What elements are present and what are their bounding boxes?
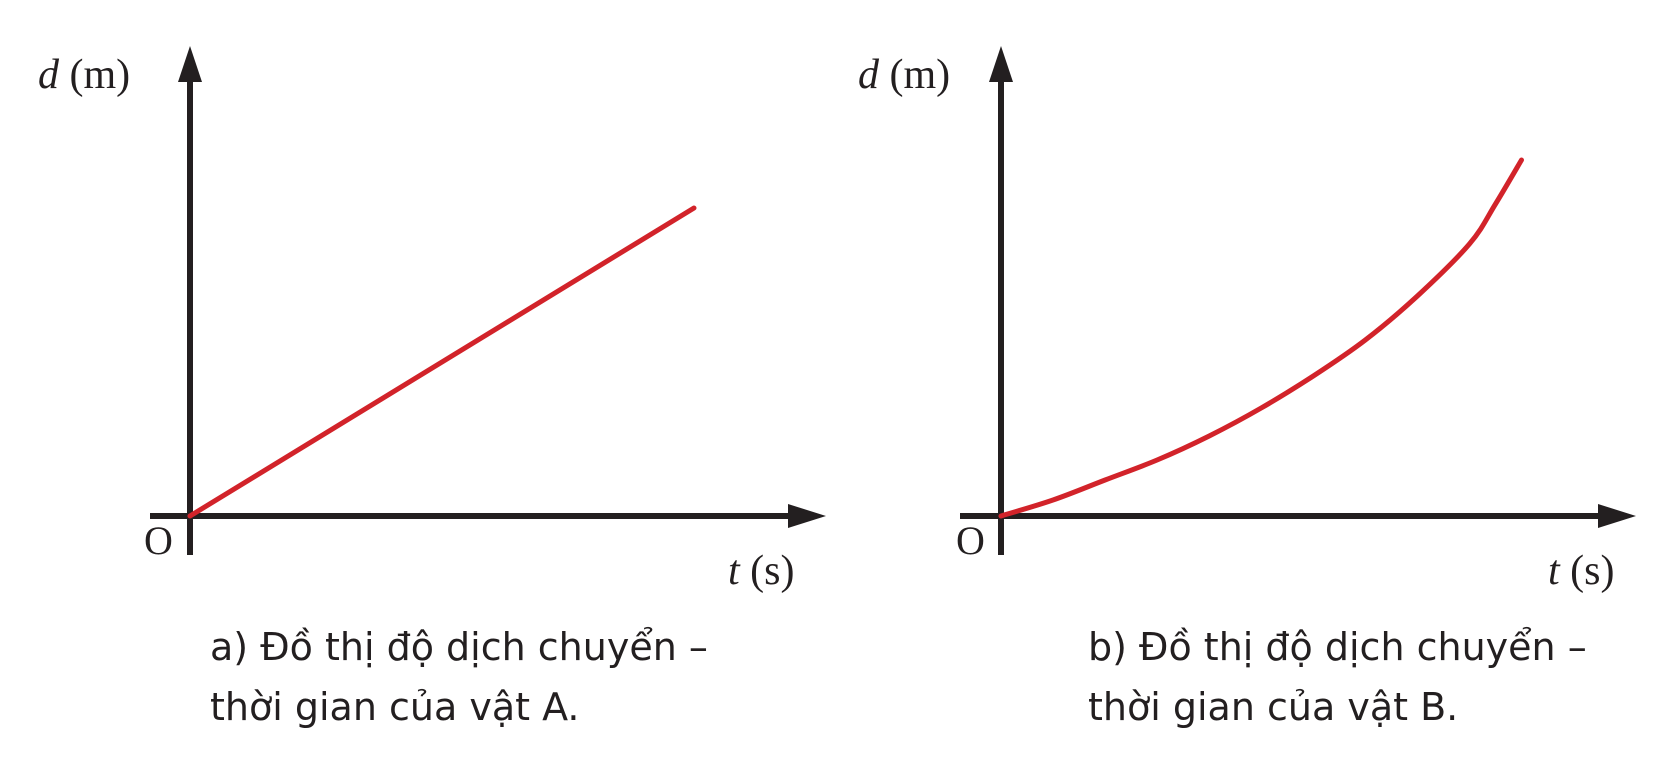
y-axis-arrow-b: [989, 46, 1013, 82]
series-line-a: [187, 205, 697, 519]
origin-label-b: O: [956, 518, 985, 563]
series-line-b: [998, 157, 1524, 519]
origin-label-a: O: [144, 518, 173, 563]
caption-a-line-2: thời gian của vật A.: [210, 685, 580, 729]
caption-a: a) Đồ thị độ dịch chuyển – thời gian của…: [210, 617, 708, 737]
caption-b-line-1: b) Đồ thị độ dịch chuyển –: [1088, 625, 1587, 669]
y-label-unit-b: (m): [890, 52, 951, 98]
caption-a-line-1: a) Đồ thị độ dịch chuyển –: [210, 625, 708, 669]
x-axis-label-a: t (s): [728, 548, 795, 594]
chart-b: d (m) O t (s): [858, 46, 1636, 594]
x-axis-label-b: t (s): [1548, 548, 1615, 594]
x-label-unit-b: (s): [1570, 548, 1614, 594]
y-axis-label-b: d (m): [858, 52, 950, 98]
caption-b-line-2: thời gian của vật B.: [1088, 685, 1459, 729]
x-axis-arrow-a: [788, 504, 826, 528]
chart-a: d (m) O t (s): [38, 46, 826, 594]
y-label-unit-a: (m): [70, 52, 131, 98]
y-label-var-b: d: [858, 52, 880, 98]
x-label-var-b: t: [1548, 548, 1561, 594]
y-label-var-a: d: [38, 52, 60, 98]
x-axis-arrow-b: [1598, 504, 1636, 528]
caption-b: b) Đồ thị độ dịch chuyển – thời gian của…: [1088, 617, 1587, 737]
y-axis-arrow-a: [178, 46, 202, 82]
x-label-unit-a: (s): [750, 548, 794, 594]
y-axis-label-a: d (m): [38, 52, 130, 98]
x-label-var-a: t: [728, 548, 741, 594]
